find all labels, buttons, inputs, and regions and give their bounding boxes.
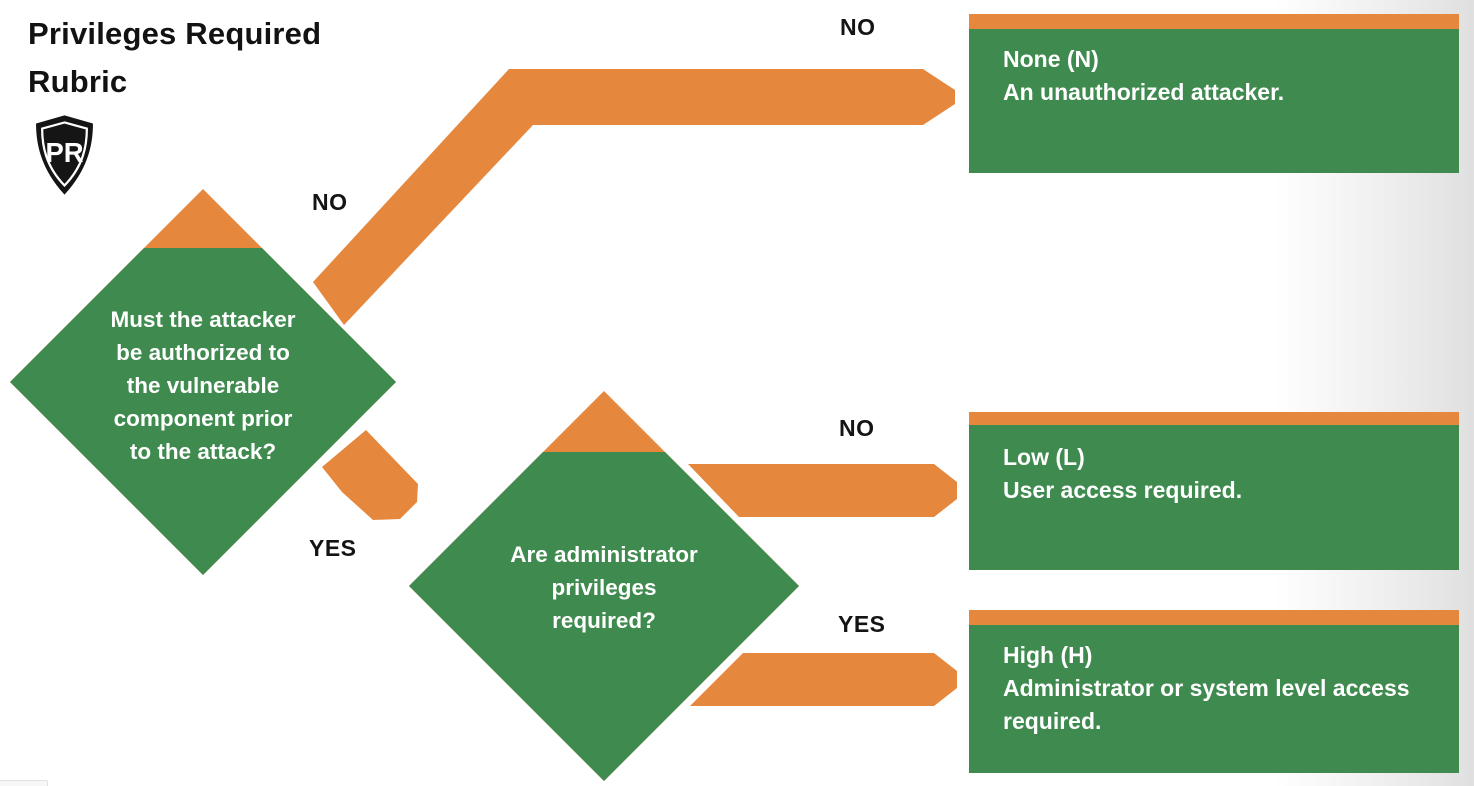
shield-shape (36, 115, 93, 195)
card-body: High (H) Administrator or system level a… (1003, 639, 1439, 738)
question-line: Are administrator (510, 542, 698, 567)
card-title: High (H) (1003, 642, 1093, 668)
question-line: the vulnerable (126, 373, 280, 398)
pr-shield-icon: PR (36, 115, 93, 195)
card-title: Low (L) (1003, 444, 1085, 470)
decision1-question: Must the attacker be authorized to the v… (58, 303, 348, 468)
arrow-yes-decision1 (322, 430, 418, 520)
arrow-yes-decision2 (690, 653, 957, 706)
shield-badge-label: PR (45, 137, 83, 168)
no-label-decision1-end: NO (840, 14, 876, 40)
arrow-no-decision2 (688, 464, 957, 517)
yes-label-decision2: YES (838, 611, 886, 637)
shield-inner-outline (41, 121, 88, 188)
outcome-card-low: Low (L) User access required. (969, 412, 1459, 570)
no-label-decision1-start: NO (312, 189, 348, 215)
card-body: Low (L) User access required. (1003, 441, 1439, 507)
page-title: Privileges Required Rubric (28, 16, 322, 99)
question-line: be authorized to (116, 340, 290, 365)
yes-label-decision1: YES (309, 535, 357, 561)
question-line: to the attack? (129, 439, 277, 464)
card-description: User access required. (1003, 477, 1243, 503)
card-title: None (N) (1003, 46, 1099, 72)
question-line: Must the attacker (110, 307, 296, 332)
card-description: Administrator or system level access req… (1003, 675, 1410, 734)
outcome-card-high: High (H) Administrator or system level a… (969, 610, 1459, 773)
question-line: component prior (113, 406, 293, 431)
card-accent-bar (969, 610, 1459, 625)
card-body: None (N) An unauthorized attacker. (1003, 43, 1439, 109)
question-line: required? (552, 608, 656, 633)
arrow-no-decision1 (313, 69, 955, 325)
card-accent-bar (969, 412, 1459, 425)
card-accent-bar (969, 14, 1459, 29)
no-label-decision2: NO (839, 415, 875, 441)
decision2-diamond (409, 452, 799, 781)
decision2-question: Are administrator privileges required? (459, 538, 749, 637)
card-description: An unauthorized attacker. (1003, 79, 1285, 105)
outcome-card-none: None (N) An unauthorized attacker. (969, 14, 1459, 173)
decision1-diamond (10, 248, 396, 575)
slide-edge-artifact (0, 780, 48, 786)
question-line: privileges (551, 575, 657, 600)
